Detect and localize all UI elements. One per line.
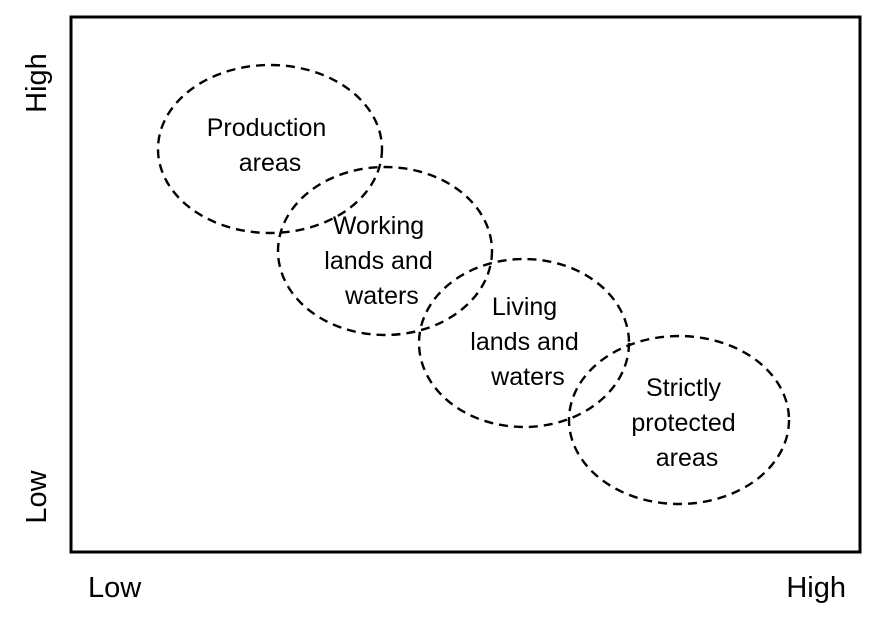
zone-ellipse-living	[417, 257, 631, 429]
zone-label-living: Living lands and waters	[470, 293, 585, 391]
zone-ellipse-production	[156, 63, 384, 235]
y-axis-low-label: Low	[21, 469, 53, 523]
x-axis-high-label: High	[786, 572, 846, 604]
x-axis-low-label: Low	[88, 572, 142, 604]
zone-ellipse-protected	[567, 334, 791, 506]
zone-label-production: Production areas	[207, 114, 333, 177]
zone-label-protected: Strictly protected areas	[631, 374, 742, 472]
zone-ellipse-working	[276, 165, 494, 337]
plot-frame	[69, 15, 862, 554]
zone-label-working: Working lands and waters	[324, 212, 439, 310]
y-axis-high-label: High	[21, 53, 53, 113]
